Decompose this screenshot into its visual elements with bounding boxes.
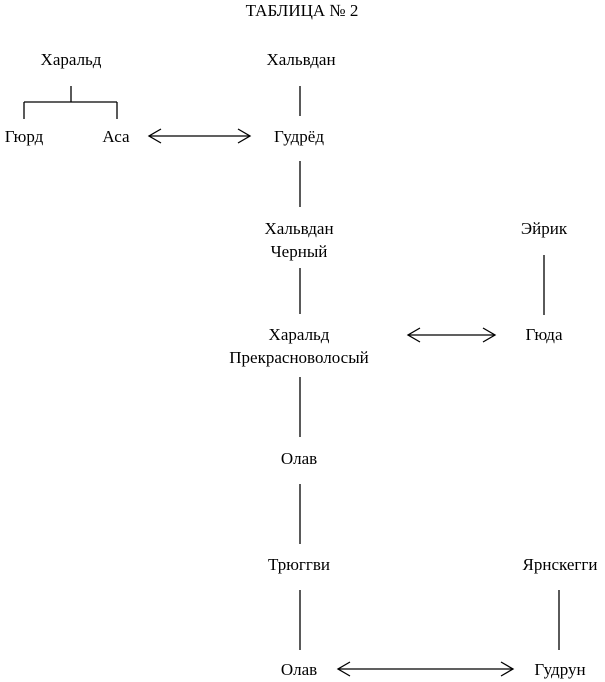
node-harald: Харальд	[40, 50, 102, 69]
asa-gudred-arrowhead-left	[147, 128, 162, 144]
node-olav-2: Олав	[280, 660, 318, 679]
node-halfdan-black-line1: Хальвдан	[264, 219, 334, 238]
olav-gudrun-arrowhead-right	[500, 661, 515, 677]
harald-gyuda-arrowhead-left	[406, 327, 421, 343]
node-halfdan-black: Хальвдан Черный	[264, 217, 333, 263]
node-asa: Аса	[102, 127, 130, 146]
node-olav-1: Олав	[280, 449, 318, 468]
node-yarnskeggi: Ярнскегги	[522, 555, 598, 574]
node-eirik: Эйрик	[520, 219, 568, 238]
node-harald-fairhair-line2: Прекрасноволосый	[229, 348, 369, 367]
olav-gudrun-arrowhead-left	[336, 661, 351, 677]
node-tryggvi: Трюггви	[267, 555, 331, 574]
node-halfdan-black-line2: Черный	[270, 242, 328, 261]
node-halfdan: Хальвдан	[266, 50, 336, 69]
node-gyurd: Гюрд	[4, 127, 44, 146]
node-harald-fairhair: Харальд Прекрасноволосый	[229, 323, 368, 369]
asa-gudred-arrowhead-right	[237, 128, 252, 144]
table-title: ТАБЛИЦА № 2	[245, 1, 359, 20]
harald-gyuda-arrowhead-right	[482, 327, 497, 343]
node-gudred: Гудрёд	[274, 127, 324, 146]
node-harald-fairhair-line1: Харальд	[268, 325, 330, 344]
node-gyuda: Гюда	[525, 325, 563, 344]
node-gudrun: Гудрун	[534, 660, 586, 679]
